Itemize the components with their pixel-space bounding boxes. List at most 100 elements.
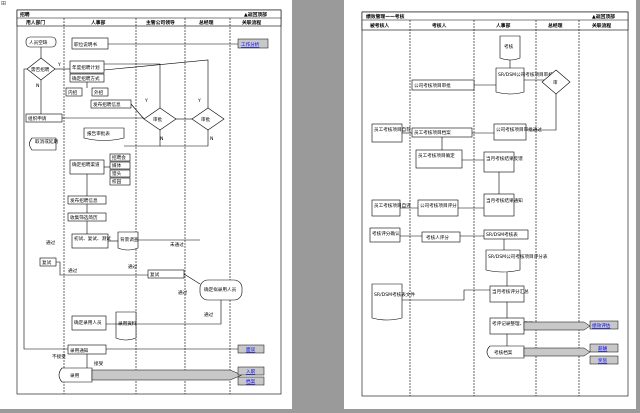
svg-text:公司考核项目评分: 公司考核项目评分 (420, 202, 457, 209)
lane-header-4: 关联流程 (242, 19, 261, 26)
svg-text:录用资料: 录用资料 (118, 320, 137, 327)
svg-text:当月考核评分汇总: 当月考核评分汇总 (492, 288, 529, 295)
svg-text:Y: Y (144, 98, 148, 104)
link-onboard[interactable]: 入职 (246, 369, 256, 375)
svg-text:报告审批表: 报告审批表 (87, 130, 110, 137)
anchor-icon[interactable]: ⊞ (1, 0, 7, 7)
svg-text:通过: 通过 (178, 289, 188, 296)
svg-text:录用: 录用 (70, 372, 80, 379)
svg-text:不接受: 不接受 (52, 353, 66, 360)
svg-text:考核评分确认: 考核评分确认 (372, 230, 400, 237)
svg-text:考核人: 考核人 (432, 22, 447, 29)
lane-header-0: 用人部门 (25, 19, 45, 26)
svg-text:校园: 校园 (112, 178, 122, 185)
svg-text:通过: 通过 (128, 263, 138, 270)
svg-text:公司考核项目审批通过: 公司考核项目审批通过 (496, 126, 542, 133)
svg-text:通过: 通过 (46, 239, 56, 246)
svg-text:SR/DSM公司考核项目审核: SR/DSM公司考核项目审核 (498, 71, 553, 78)
page-title: 招聘 (20, 11, 30, 18)
svg-text:复试: 复试 (42, 259, 52, 266)
svg-text:N: N (210, 136, 213, 142)
job-desc-doc (71, 37, 109, 50)
svg-text:媒体: 媒体 (112, 162, 122, 169)
svg-text:员工考核项目自荐: 员工考核项目自荐 (374, 126, 411, 133)
page-title-2: 绩效管理——考核 (366, 13, 405, 20)
svg-text:录用通知: 录用通知 (70, 347, 89, 354)
svg-text:需否招聘: 需否招聘 (31, 66, 50, 73)
svg-text:背景调查: 背景调查 (120, 236, 139, 243)
svg-text:当月考核结果反馈: 当月考核结果反馈 (486, 155, 523, 162)
svg-text:SR/DSM考核表文件: SR/DSM考核表文件 (374, 291, 415, 298)
svg-text:N: N (36, 83, 39, 89)
svg-text:被考核人: 被考核人 (370, 22, 389, 29)
svg-text:员工考核项目自评: 员工考核项目自评 (374, 202, 411, 209)
svg-text:年度招聘计划: 年度招聘计划 (72, 64, 100, 71)
svg-text:猎头: 猎头 (112, 170, 122, 177)
svg-text:职位说明书: 职位说明书 (74, 41, 97, 48)
performance-flowchart: 绩效管理——考核 ▲返回顶部 被考核人 考核人 人事部 总经理 关联流程 考核 … (361, 11, 629, 397)
svg-text:内招: 内招 (68, 89, 78, 96)
start-doc (499, 35, 521, 61)
svg-text:总经理: 总经理 (548, 22, 563, 29)
link-job-analysis (237, 38, 269, 49)
svg-text:SR/DSM公司考核项目评分表: SR/DSM公司考核项目评分表 (488, 253, 548, 260)
svg-text:N: N (160, 136, 163, 142)
hire-terminal (58, 367, 93, 383)
svg-text:SR/DSM考核表: SR/DSM考核表 (486, 231, 518, 238)
recruitment-flowchart: 招聘 ▲返回顶部 用人部门 人事部 主管公司领导 总经理 关联流程 人员空缺 职… (16, 9, 282, 395)
svg-text:发布招聘信息: 发布招聘信息 (93, 101, 121, 108)
svg-text:通过: 通过 (68, 267, 78, 274)
svg-text:考核档案: 考核档案 (494, 349, 513, 356)
svg-text:考核人评分: 考核人评分 (426, 234, 449, 241)
svg-text:取消或延期: 取消或延期 (35, 138, 58, 145)
svg-text:考评记录整理、存档: 考评记录整理、存档 (492, 320, 534, 327)
svg-text:未通过: 未通过 (170, 241, 184, 248)
svg-text:审批: 审批 (153, 116, 163, 123)
svg-text:复试: 复试 (150, 271, 160, 278)
svg-text:考核: 考核 (504, 43, 514, 50)
svg-text:绩效评估[interactable]: 绩效评估 (592, 322, 611, 329)
svg-text:人事部: 人事部 (496, 22, 511, 29)
svg-text:当月考核结果通知: 当月考核结果通知 (486, 197, 523, 204)
link-interview[interactable]: 面谈 (246, 346, 256, 353)
page-gutter (292, 0, 344, 409)
svg-text:外招: 外招 (94, 89, 104, 96)
svg-text:审: 审 (553, 79, 558, 86)
svg-text:通过: 通过 (204, 311, 214, 318)
svg-text:发布招聘信息: 发布招聘信息 (70, 197, 98, 204)
link-job-analysis-label[interactable]: 工作分析 (241, 41, 260, 48)
svg-text:Y: Y (57, 62, 61, 68)
svg-text:确定拟录用人员: 确定拟录用人员 (204, 286, 237, 293)
back-to-top-link[interactable]: ▲返回顶部 (244, 11, 267, 18)
svg-text:招聘会: 招聘会 (112, 154, 126, 161)
annual-plan-box (69, 60, 105, 74)
svg-text:员工考核项目档案: 员工考核项目档案 (414, 129, 451, 136)
sr-files-doc (371, 283, 403, 321)
svg-text:审批: 审批 (201, 116, 211, 123)
internal-box (65, 87, 83, 97)
svg-text:确定招聘渠道: 确定招聘渠道 (72, 161, 100, 168)
svg-text:Y: Y (197, 98, 201, 104)
svg-text:收集筛选简历: 收集筛选简历 (70, 214, 98, 221)
svg-text:接受: 接受 (94, 360, 104, 367)
svg-text:确定录用人员: 确定录用人员 (74, 319, 102, 326)
start-label: 人员空缺 (29, 39, 48, 46)
link-archive[interactable]: 档案 (246, 378, 256, 385)
lane-header-3: 总经理 (199, 19, 214, 26)
svg-text:关联流程: 关联流程 (592, 22, 611, 29)
flowchart-page-performance: 绩效管理——考核 ▲返回顶部 被考核人 考核人 人事部 总经理 关联流程 考核 … (344, 0, 636, 409)
svg-text:组织申请: 组织申请 (28, 115, 47, 122)
svg-text:确定招聘方式: 确定招聘方式 (72, 75, 100, 82)
lane-header-2: 主管公司领导 (146, 19, 175, 26)
report-doc (83, 127, 125, 141)
svg-text:初试、复试、测试: 初试、复试、测试 (74, 235, 111, 242)
flowchart-page-recruitment: ⊞ 招聘 ▲返回顶部 用人部门 人事部 主管公司领导 总经理 关联流程 人员空缺… (0, 0, 292, 409)
svg-text:员工考核项目确定: 员工考核项目确定 (418, 152, 455, 159)
lane-header-1: 人事部 (91, 19, 106, 26)
svg-text:薪酬[interactable]: 薪酬 (598, 345, 608, 352)
svg-text:奖惩[interactable]: 奖惩 (598, 357, 608, 364)
svg-text:公司考核项目审批: 公司考核项目审批 (414, 82, 451, 89)
back-to-top-link-2[interactable]: ▲返回顶部 (592, 13, 615, 20)
decide-hire-box (71, 315, 107, 331)
external-box (91, 87, 109, 97)
